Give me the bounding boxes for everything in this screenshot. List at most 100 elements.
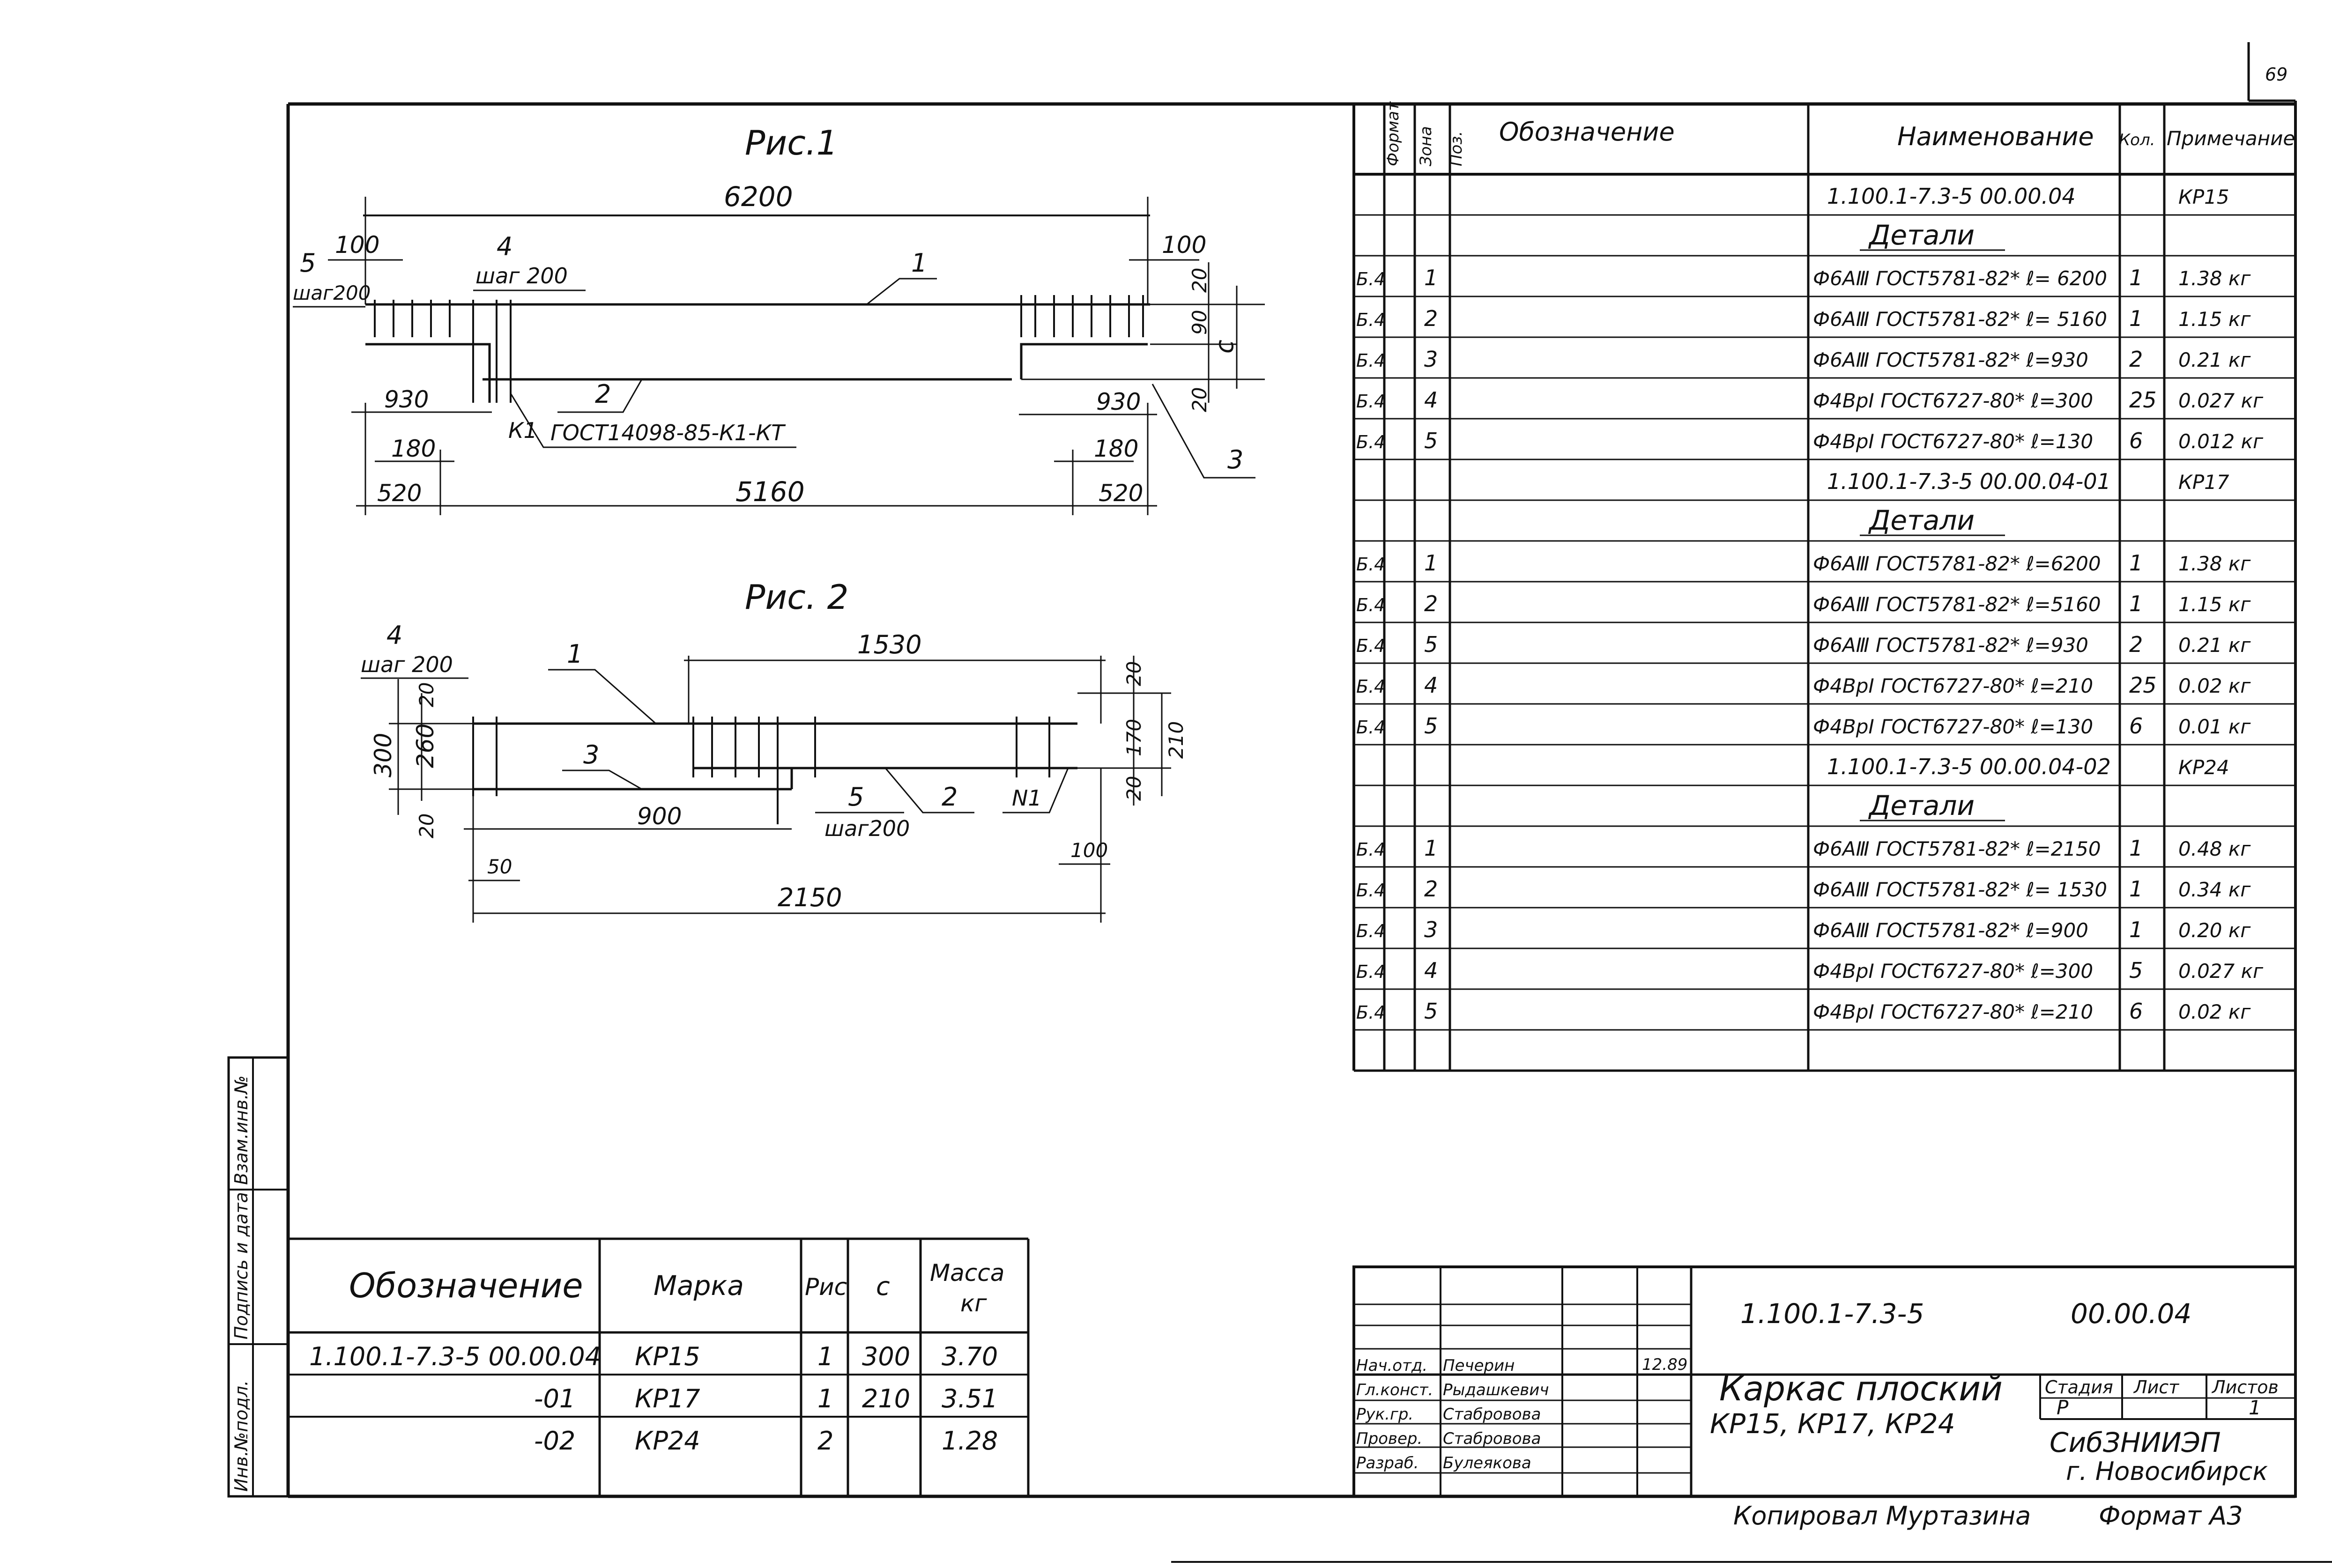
spec-cell-pos: 1 [1424,550,1438,576]
spec-cell-format: Б.4 [1356,432,1385,452]
spec-header-designation: Обозначение [1499,117,1675,147]
spec-cell-format: Б.4 [1356,962,1385,982]
tb-staff-role: Нач.отд. [1356,1356,1427,1375]
spec-cell-pos: 3 [1424,917,1438,942]
fig2-dim-2150: 2150 [778,883,842,912]
spec-cell-qty: 1 [2129,591,2143,616]
spec-cell-format: Б.4 [1356,717,1385,738]
tb-staff-row: Рук.гр. Стабровова [1356,1405,1541,1424]
fig1-label-2: 2 [595,379,611,409]
spec-cell-pos: 2 [1424,306,1438,331]
spec-cell-name: Ф6АⅢ ГОСТ5781-82* ℓ=2150 [1813,837,2101,860]
fig1-dim-520-left: 520 [377,480,422,507]
spec-cell-name: Ф6АⅢ ГОСТ5781-82* ℓ= 5160 [1813,308,2107,331]
fig1-dim-520-right: 520 [1099,480,1143,507]
spec-cell-format: Б.4 [1356,554,1385,575]
marks-table: Обозначение Марка Рис c Масса кг 1.100.1… [288,1237,1030,1496]
spec-cell-name: Ф4ВрⅠ ГОСТ6727-80* ℓ=130 [1813,715,2093,738]
tb-staff-role: Рук.гр. [1356,1405,1413,1424]
spec-cell-pos: 2 [1424,591,1438,616]
spec-row: 1.100.1-7.3-5 00.00.04-02 КР24 [1827,754,2229,779]
marks-cell-c: 300 [862,1342,910,1371]
spec-cell-qty: 1 [2129,836,2143,861]
spec-cell-name: Ф6АⅢ ГОСТ5781-82* ℓ=930 [1813,348,2088,371]
marks-header-designation: Обозначение [349,1266,583,1305]
spec-cell-note: КР17 [2178,471,2229,494]
marks-cell-designation: -01 [534,1384,575,1413]
tb-org1: СибЗНИИЭП [2050,1427,2221,1458]
spec-cell-name: 1.100.1-7.3-5 00.00.04-02 [1827,754,2111,779]
spec-cell-name: Ф4ВрⅠ ГОСТ6727-80* ℓ=210 [1813,1000,2093,1023]
marks-cell-mark: КР24 [635,1426,700,1456]
spec-cell-note: 0.20 кг [2178,919,2251,942]
spec-table: Формат Зона Поз. Обозначение Наименовани… [1352,101,2297,1072]
fig1-dim-180-right: 180 [1094,435,1138,462]
tb-staff-row: Нач.отд.Печерин [1356,1356,1515,1375]
fig1-dim-100-left: 100 [335,231,379,259]
spec-header-qty: Кол. [2119,131,2155,149]
fig1-dim-90: 90 [1188,310,1211,335]
spec-cell-note: 0.02 кг [2178,674,2251,697]
spec-cell-qty: 6 [2129,428,2143,453]
fig2-label-5: 5 [848,782,864,812]
footer-copied: Копировал Муртазина [1733,1501,2031,1531]
spec-cell-pos: 4 [1424,958,1438,983]
tb-staff-row: Гл.конст.Рыдашкевич [1356,1381,1549,1399]
spec-cell-format: Б.4 [1356,880,1385,901]
marks-header-mass-unit: кг [960,1290,987,1317]
spec-cell-qty: 6 [2129,998,2143,1024]
tb-title-line1: Каркас плоский [1719,1369,2003,1408]
tb-staff-name: Стабровова [1443,1405,1541,1424]
fig1-dim-180-left: 180 [391,435,436,462]
spec-header: Формат Зона Поз. Обозначение Наименовани… [1384,101,2295,166]
page-number: 69 [2265,64,2287,85]
fig1-dim-total: 6200 [724,181,793,213]
spec-cell-format: Б.4 [1356,310,1385,330]
spec-cell-qty: 1 [2129,917,2143,942]
spec-cell-name: Ф6АⅢ ГОСТ5781-82* ℓ= 6200 [1813,267,2107,290]
tb-staff-role: Разраб. [1356,1454,1419,1472]
marks-cell-mark: КР17 [635,1384,700,1413]
page-number-box: 69 [2247,42,2295,102]
tb-org2: г. Новосибирск [2066,1457,2268,1486]
spec-cell-note: 0.01 кг [2178,715,2251,738]
marks-cell-mass: 1.28 [942,1426,998,1456]
spec-cell-name: Детали [1868,790,1975,821]
fig2-dim-1530: 1530 [857,630,921,659]
tb-doc-sub: 00.00.04 [2071,1298,2191,1330]
fig2-label-1: 1 [567,639,583,669]
spec-cell-name: Ф6АⅢ ГОСТ5781-82* ℓ=930 [1813,634,2088,657]
fig2-dim-50: 50 [487,855,512,878]
spec-cell-pos: 5 [1424,428,1438,453]
tb-staff-row: Провер.Стабровова [1356,1429,1541,1448]
marks-header-c: c [876,1272,890,1301]
spec-cell-format: Б.4 [1356,391,1385,412]
spec-cell-pos: 1 [1424,836,1438,861]
tb-title-line2: КР15, КР17, КР24 [1710,1408,1955,1440]
spec-cell-name: Детали [1868,219,1975,251]
spec-header-format: Формат [1384,101,1403,166]
spec-cell-note: КР24 [2178,756,2229,779]
spec-cell-qty: 6 [2129,713,2143,739]
marks-cell-mass: 3.70 [942,1342,998,1371]
spec-cell-format: Б.4 [1356,350,1385,371]
tb-date: 12.89 [1642,1355,1687,1374]
spec-cell-name: Ф6АⅢ ГОСТ5781-82* ℓ=900 [1813,919,2088,942]
fig2-label-n1: N1 [1012,785,1042,811]
fig1-dim-20-bot: 20 [1188,387,1211,412]
fig1-label-step-4: шаг 200 [475,263,568,288]
spec-cell-name: Ф4ВрⅠ ГОСТ6727-80* ℓ=300 [1813,389,2093,412]
spec-cell-pos: 5 [1424,998,1438,1024]
stamp-replace-inv: Взам.инв.№ [231,1075,252,1185]
